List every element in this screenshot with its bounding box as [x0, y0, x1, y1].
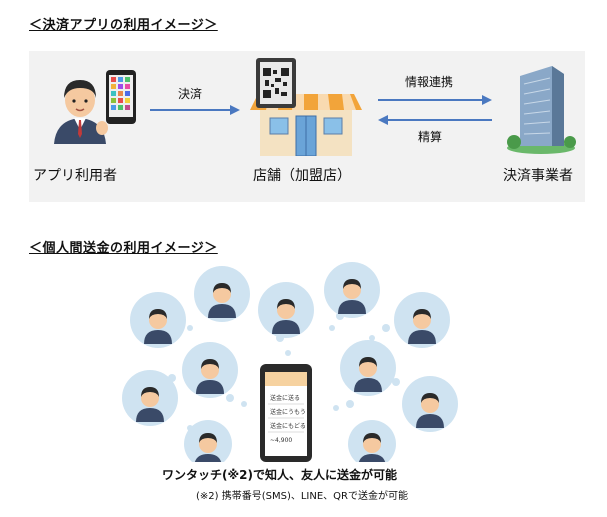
- p2p-transfer-illustration: 送金に送る 送金にうもう 送金にもどる ~4,900: [110, 258, 470, 462]
- label-provider: 決済事業者: [503, 168, 573, 184]
- label-info-link: 情報連携: [405, 75, 454, 89]
- section1-heading: ＜決済アプリの利用イメージ＞: [29, 18, 218, 33]
- store-illustration: [246, 58, 366, 156]
- p2p-footnote: (※2) 携帯番号(SMS)、LINE、QRで送金が可能: [196, 491, 408, 502]
- phone-item-2: 送金にうもう: [270, 408, 306, 416]
- label-payment: 決済: [178, 87, 203, 101]
- arrow-store-to-provider: [378, 94, 492, 106]
- provider-building-illustration: [506, 62, 576, 154]
- section2-heading: ＜個人間送金の利用イメージ＞: [29, 241, 218, 256]
- label-settlement: 精算: [418, 130, 443, 144]
- label-app-user: アプリ利用者: [33, 168, 117, 184]
- phone-item-1: 送金に送る: [270, 394, 300, 402]
- phone-item-4: ~4,900: [270, 437, 292, 444]
- phone-item-3: 送金にもどる: [270, 422, 306, 430]
- arrow-user-to-store: [150, 104, 240, 116]
- user-illustration: [50, 68, 140, 144]
- arrow-provider-to-store: [378, 114, 492, 126]
- p2p-caption: ワンタッチ(※2)で知人、友人に送金が可能: [162, 468, 397, 482]
- label-store: 店舗（加盟店）: [253, 168, 351, 184]
